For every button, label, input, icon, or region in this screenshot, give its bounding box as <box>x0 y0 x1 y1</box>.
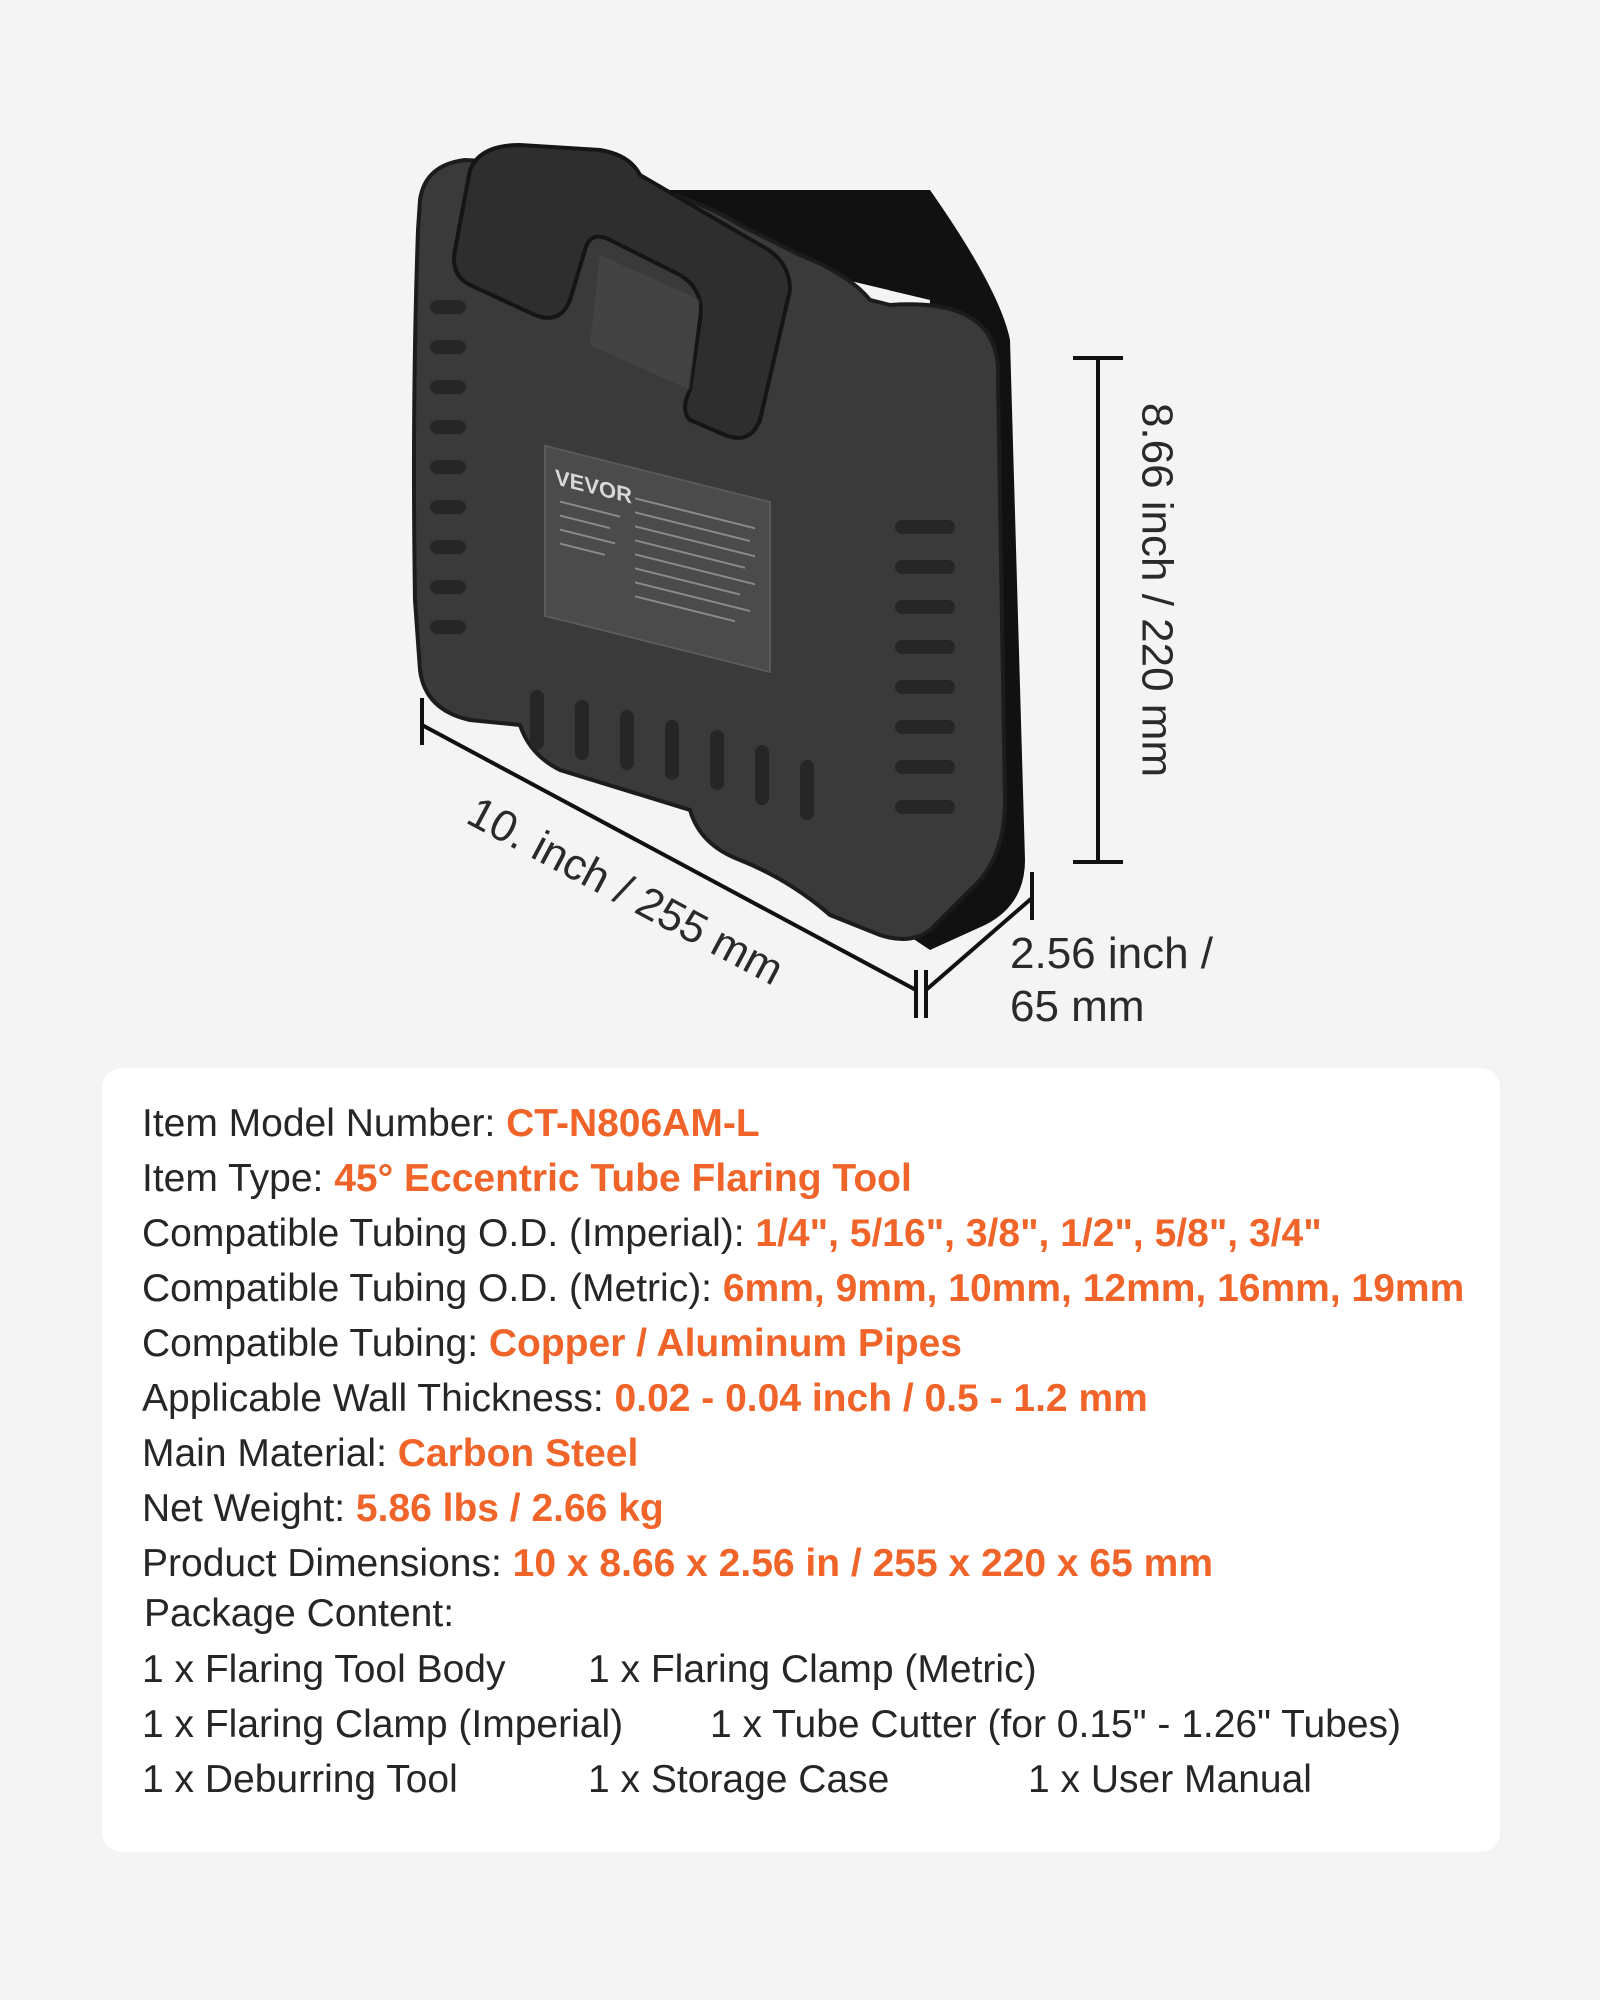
spec-row-weight: Net Weight: 5.86 lbs / 2.66 kg <box>142 1481 1464 1536</box>
package-item: 1 x Storage Case <box>588 1758 890 1801</box>
spec-value: 6mm, 9mm, 10mm, 12mm, 16mm, 19mm <box>722 1267 1465 1310</box>
spec-row-material: Main Material: Carbon Steel <box>142 1426 1464 1481</box>
spec-value: 0.02 - 0.04 inch / 0.5 - 1.2 mm <box>614 1377 1148 1420</box>
storage-case-illustration: VEVOR <box>412 142 1123 1018</box>
spec-label: Compatible Tubing O.D. (Imperial): <box>142 1212 756 1255</box>
spec-label: Main Material: <box>142 1432 398 1475</box>
case-handle <box>452 142 793 440</box>
spec-row-metric-od: Compatible Tubing O.D. (Metric): 6mm, 9m… <box>142 1261 1464 1316</box>
spec-value: Carbon Steel <box>397 1432 639 1475</box>
spec-value: 1/4", 5/16", 3/8", 1/2", 5/8", 3/4" <box>755 1212 1322 1255</box>
spec-row-imperial-od: Compatible Tubing O.D. (Imperial): 1/4",… <box>142 1206 1464 1261</box>
package-item: 1 x Flaring Tool Body <box>142 1648 506 1691</box>
depth-dimension-label: 2.56 inch / 65 mm <box>1010 928 1213 1034</box>
spec-label: Compatible Tubing: <box>142 1322 489 1365</box>
spec-label: Product Dimensions: <box>142 1542 513 1585</box>
spec-value: Copper / Aluminum Pipes <box>488 1322 962 1365</box>
spec-row-dimensions: Product Dimensions: 10 x 8.66 x 2.56 in … <box>142 1536 1464 1591</box>
case-label: VEVOR <box>544 444 771 674</box>
handle-grip <box>590 255 700 390</box>
right-ridges <box>895 520 955 814</box>
spec-row-type: Item Type: 45° Eccentric Tube Flaring To… <box>142 1151 1464 1206</box>
height-dimension-label: 8.66 inch / 220 mm <box>1132 402 1182 778</box>
package-item: 1 x Flaring Clamp (Metric) <box>588 1648 1037 1691</box>
product-figure: VEVOR <box>412 142 1213 1034</box>
spec-label: Net Weight: <box>142 1487 356 1530</box>
spec-label: Item Type: <box>142 1157 335 1200</box>
spec-value: 5.86 lbs / 2.66 kg <box>355 1487 664 1530</box>
height-dimension-line <box>1073 356 1123 864</box>
spec-label: Applicable Wall Thickness: <box>142 1377 615 1420</box>
depth-label-line1: 2.56 inch / <box>1010 929 1214 978</box>
depth-dimension-line <box>924 872 1034 1018</box>
package-item: 1 x Tube Cutter (for 0.15" - 1.26" Tubes… <box>710 1703 1402 1746</box>
spec-value: CT-N806AM-L <box>506 1102 760 1145</box>
package-item: 1 x Deburring Tool <box>142 1758 458 1801</box>
width-dimension-line <box>420 698 918 1018</box>
package-content-heading: Package Content: <box>144 1592 455 1635</box>
spec-label: Item Model Number: <box>142 1102 507 1145</box>
spec-value: 10 x 8.66 x 2.56 in / 255 x 220 x 65 mm <box>512 1542 1213 1585</box>
spec-row-model: Item Model Number: CT-N806AM-L <box>142 1096 1464 1151</box>
spec-value: 45° Eccentric Tube Flaring Tool <box>334 1157 912 1200</box>
spec-label: Compatible Tubing O.D. (Metric): <box>142 1267 723 1310</box>
spec-list: Item Model Number: CT-N806AM-L Item Type… <box>142 1096 1464 1591</box>
specifications-card: Item Model Number: CT-N806AM-L Item Type… <box>102 1068 1500 1852</box>
spec-row-wall-thickness: Applicable Wall Thickness: 0.02 - 0.04 i… <box>142 1371 1464 1426</box>
package-item: 1 x User Manual <box>1028 1758 1312 1801</box>
bottom-ridges <box>530 690 814 820</box>
package-item: 1 x Flaring Clamp (Imperial) <box>142 1703 624 1746</box>
left-ridges <box>430 300 466 634</box>
depth-label-line2: 65 mm <box>1010 981 1145 1031</box>
spec-row-tubing: Compatible Tubing: Copper / Aluminum Pip… <box>142 1316 1464 1371</box>
